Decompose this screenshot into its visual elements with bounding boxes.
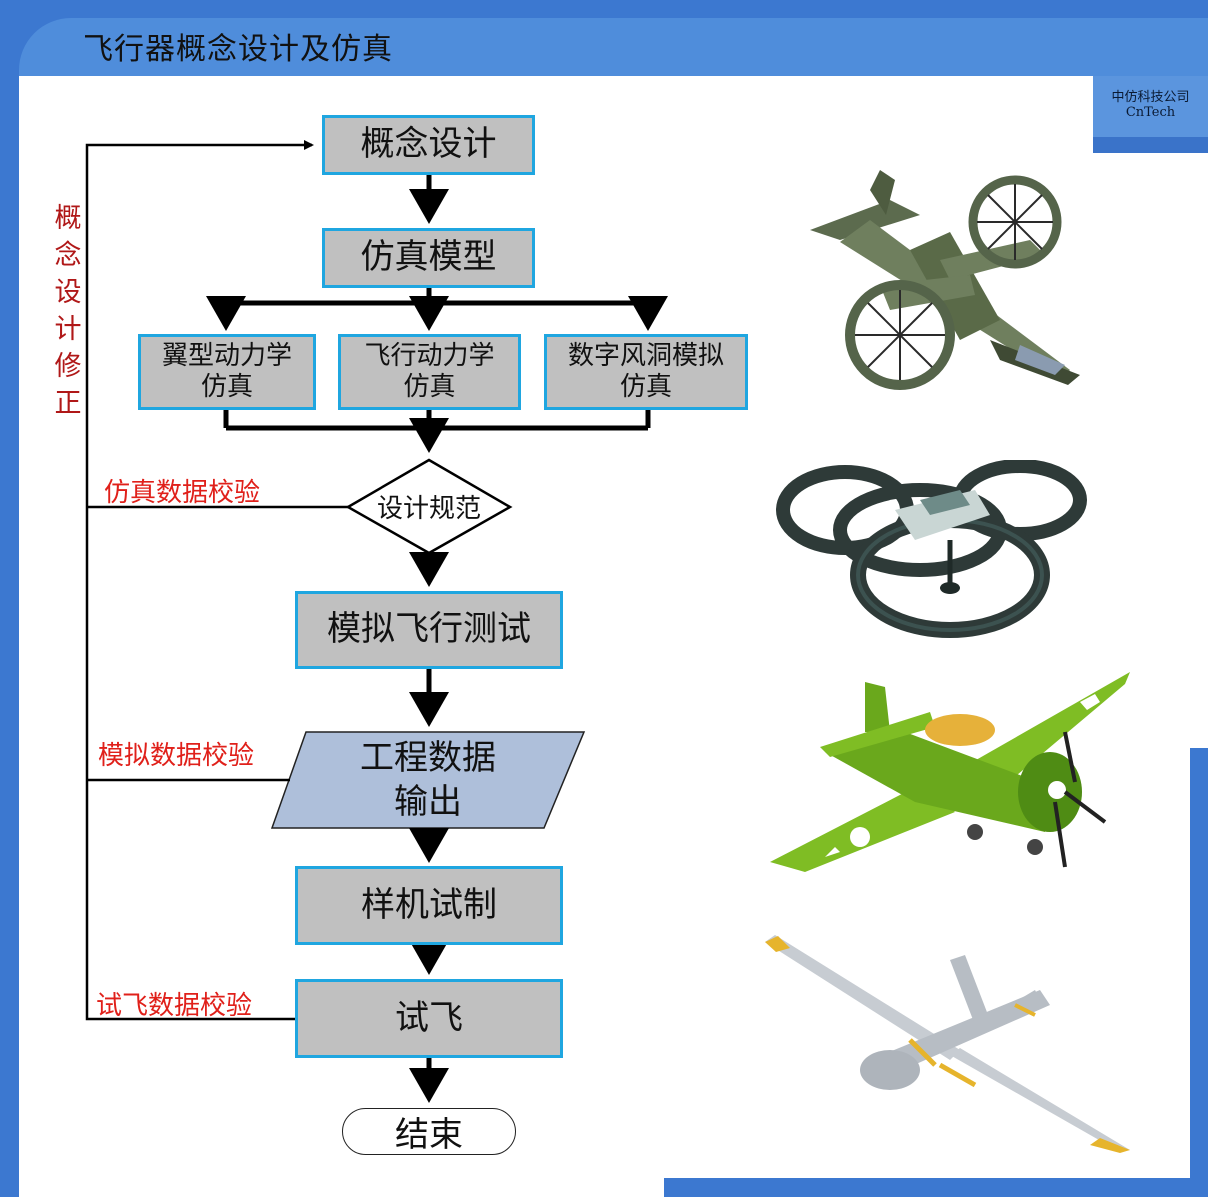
flight-dynamics-line2: 仿真 [403,372,456,402]
engineering-output-line1: 工程数据 [360,737,496,778]
concept-revision-char: 正 [54,388,82,419]
tiltrotor-aircraft-image [810,170,1080,390]
concept-design-label: 概念设计 [360,124,497,165]
bottom-frame-bar [664,1178,1208,1197]
quadcopter-drone-image [776,460,1087,638]
sim-data-check-label: 仿真数据校验 [104,478,261,508]
io-parallelogram [270,731,586,829]
page-title: 飞行器概念设计及仿真 [83,32,393,67]
company-name-cn: 中仿科技公司 [1111,90,1190,105]
airfoil-dynamics-box: 翼型动力学 仿真 [138,334,316,410]
concept-revision-char: 计 [54,314,82,345]
airfoil-dynamics-line1: 翼型动力学 [161,340,292,371]
airfoil-dynamics-line2: 仿真 [200,372,253,402]
end-terminal: 结束 [342,1108,516,1155]
flight-test-box: 试飞 [295,979,563,1058]
sim-flight-test-box: 模拟飞行测试 [295,591,563,669]
feedback-loop-line [85,140,314,1021]
company-name-en: CnTech [1125,105,1176,120]
flight-dynamics-box: 飞行动力学 仿真 [338,334,521,410]
flight-dynamics-line1: 飞行动力学 [364,340,495,371]
green-propeller-plane-image [770,672,1130,872]
end-label: 结束 [395,1115,463,1155]
right-frame-bar [1190,748,1208,1197]
wind-tunnel-line2: 仿真 [619,372,672,402]
header-inner-band [19,18,1208,76]
prototype-box: 样机试制 [295,866,563,945]
concept-design-box: 概念设计 [322,115,535,175]
company-badge-bar [1093,137,1208,153]
reaper-uav-image [765,935,1130,1153]
concept-revision-char: 修 [54,351,82,382]
engineering-output-text: 工程数据 输出 [272,732,584,828]
wind-tunnel-line1: 数字风洞模拟 [567,340,724,371]
flight-test-label: 试飞 [395,997,463,1038]
decision-label: 设计规范 [376,494,481,524]
company-badge: 中仿科技公司 CnTech [1093,76,1208,153]
engineering-output-line2: 输出 [394,782,462,822]
concept-revision-char: 念 [54,240,82,271]
wind-tunnel-box: 数字风洞模拟 仿真 [544,334,748,410]
simulation-model-box: 仿真模型 [322,228,535,288]
flight-data-check-label: 试飞数据校验 [96,991,253,1021]
analog-data-check-label: 模拟数据校验 [98,741,255,771]
concept-revision-char: 概 [54,203,82,234]
prototype-label: 样机试制 [361,884,497,925]
concept-revision-label: 概 念 设 计 修 正 [50,200,86,422]
concept-revision-char: 设 [54,277,82,308]
sim-flight-test-label: 模拟飞行测试 [327,609,531,650]
left-frame-bar [0,0,19,1197]
simulation-model-label: 仿真模型 [360,237,497,278]
